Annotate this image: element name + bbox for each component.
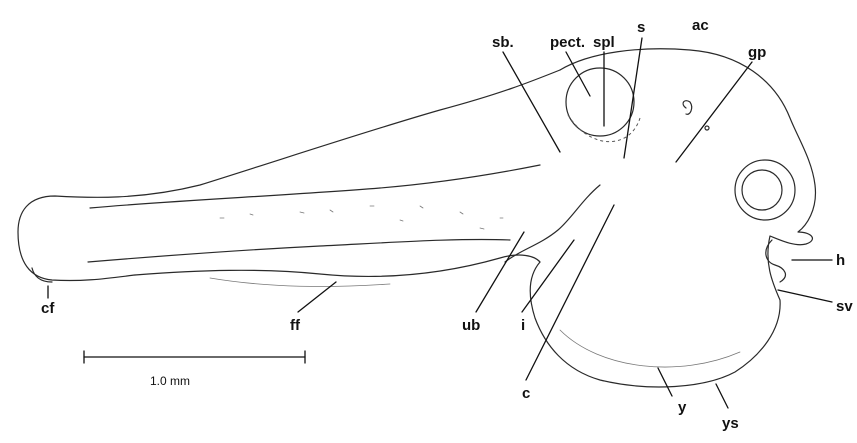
label-y: y (678, 399, 687, 416)
scale-bar-label: 1.0 mm (150, 374, 190, 388)
leader-ub (476, 232, 524, 312)
label-i: i (521, 317, 525, 334)
eye-outer (735, 160, 795, 220)
scale-bar: 1.0 mm (84, 351, 305, 388)
dorsal-outline (18, 70, 560, 281)
label-sv: sv (836, 298, 853, 315)
notochord-upper (90, 165, 540, 208)
leader-lines (48, 38, 832, 408)
leader-ys (716, 384, 728, 408)
label-ys: ys (722, 415, 739, 432)
head-dot (705, 126, 709, 130)
label-pect: pect. (550, 34, 585, 51)
label-sb: sb. (492, 34, 514, 51)
larva-body (18, 49, 815, 387)
structure-labels: sb. pect. spl s ac gp h sv cf ff ub i c … (41, 17, 853, 432)
leader-gp (676, 62, 752, 162)
eye-inner (742, 170, 782, 210)
label-spl: spl (593, 34, 615, 51)
leader-c (526, 205, 614, 380)
label-ub: ub (462, 317, 480, 334)
trunk-interior (220, 206, 503, 229)
leader-sv (778, 290, 832, 302)
leader-sb (503, 52, 560, 152)
label-s: s (637, 19, 645, 36)
label-ff: ff (290, 317, 301, 334)
notochord-lower (88, 239, 510, 262)
ear-mark (683, 101, 692, 115)
label-gp: gp (748, 44, 766, 61)
gut-line (505, 185, 600, 262)
head-outline (530, 49, 815, 387)
ventral-outline (135, 255, 540, 276)
label-c: c (522, 385, 530, 402)
fin-fold (210, 278, 390, 286)
label-h: h (836, 252, 845, 269)
label-cf: cf (41, 300, 55, 317)
leader-s (624, 38, 642, 158)
yolk-inner (560, 330, 740, 367)
label-ac: ac (692, 17, 709, 34)
leader-y (658, 368, 672, 396)
